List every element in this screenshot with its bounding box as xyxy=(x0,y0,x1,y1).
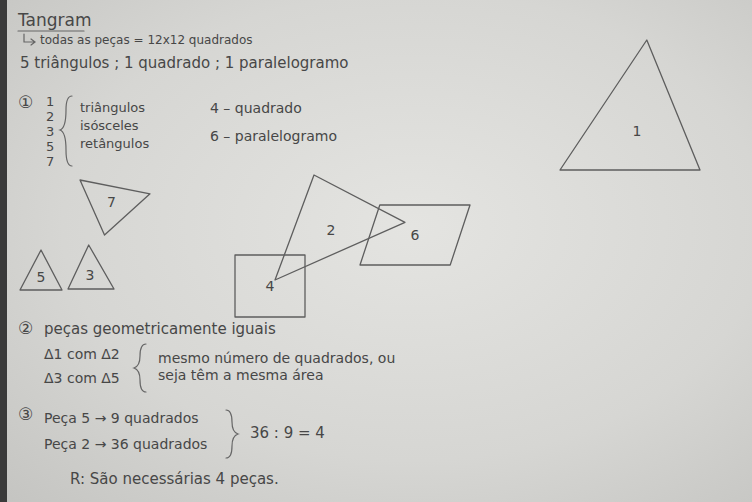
triangle-piece: 5 xyxy=(20,250,62,290)
note-text: 5 triângulos ; 1 quadrado ; 1 paralelogr… xyxy=(20,54,349,72)
brace xyxy=(60,96,72,166)
piece-number: 1 xyxy=(46,94,54,110)
piece-number: 5 xyxy=(46,139,54,155)
piece-number: 6 xyxy=(411,228,420,242)
piece-number: 3 xyxy=(46,124,54,140)
triangle-piece: 3 xyxy=(68,245,114,289)
piece-outline xyxy=(560,40,700,170)
piece-outline xyxy=(20,250,62,290)
piece-number: 1 xyxy=(633,124,642,138)
square-piece: 4 xyxy=(235,255,305,317)
piece-number: 7 xyxy=(107,195,116,209)
piece-number: 4 xyxy=(266,279,275,293)
piece-outline xyxy=(560,40,700,170)
item-number: ② xyxy=(18,318,33,338)
note-text: Peça 5 → 9 quadrados xyxy=(44,410,199,427)
note-text: mesmo número de quadrados, ou seja têm a… xyxy=(158,350,428,384)
note-text: retângulos xyxy=(80,136,149,152)
note-text: triângulos xyxy=(80,100,145,116)
answer-text: R: São necessárias 4 peças. xyxy=(70,470,279,488)
piece-number: 3 xyxy=(86,268,95,282)
piece-outline xyxy=(275,175,405,280)
triangle-piece: 2 xyxy=(275,175,405,280)
note-text: todas as peças = 12x12 quadrados xyxy=(40,33,253,47)
note-text: 4 – quadrado xyxy=(210,100,302,117)
triangle-piece: 1 xyxy=(560,40,700,170)
piece-outline xyxy=(80,180,150,235)
note-text: Δ3 com Δ5 xyxy=(44,370,120,387)
piece-outline xyxy=(275,175,405,280)
note-text: 6 – paralelogramo xyxy=(210,128,337,145)
piece-number: 2 xyxy=(326,223,335,237)
brace xyxy=(134,344,146,392)
brace xyxy=(226,410,238,458)
piece-number: 5 xyxy=(37,270,46,284)
note-text: Peça 2 → 36 quadrados xyxy=(44,436,207,453)
piece-number: 7 xyxy=(46,154,54,170)
calculation-text: 36 : 9 = 4 xyxy=(250,424,325,442)
piece-outline xyxy=(235,255,305,317)
title-underline xyxy=(18,30,84,31)
notebook-edge xyxy=(0,0,7,502)
note-text: isósceles xyxy=(80,118,139,134)
piece-outline xyxy=(360,205,470,265)
item-number: ① xyxy=(18,92,33,112)
note-text: peças geometricamente iguais xyxy=(44,320,276,338)
piece-number: 2 xyxy=(46,109,54,125)
note-text: Δ1 com Δ2 xyxy=(44,346,120,363)
piece-outline xyxy=(68,245,114,289)
arrow-symbol xyxy=(24,34,35,45)
title-text: Tangram xyxy=(18,10,92,30)
item-number: ③ xyxy=(18,404,33,424)
parallelogram-piece: 6 xyxy=(360,205,470,265)
triangle-piece: 7 xyxy=(80,180,150,235)
